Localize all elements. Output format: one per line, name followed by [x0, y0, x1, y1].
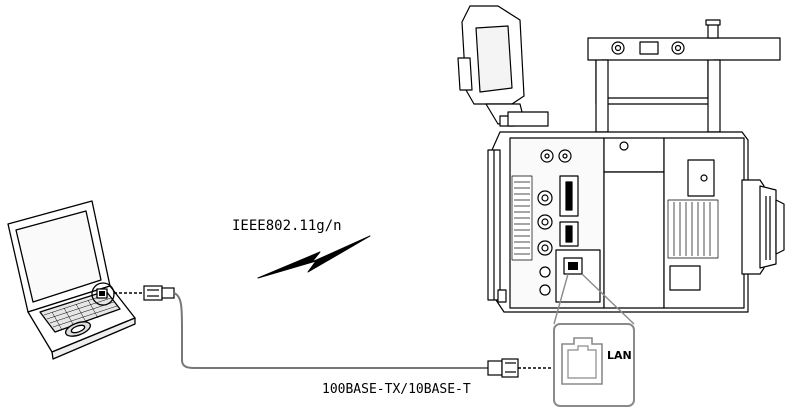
camera-icon — [457, 5, 785, 313]
callout-lines — [553, 273, 635, 325]
lan-port-label: LAN — [607, 349, 632, 362]
wireless-bolt-icon — [257, 235, 371, 279]
lan-callout-box — [553, 323, 635, 407]
rj45-plug-icon — [487, 358, 519, 378]
rj45-plug-icon — [143, 285, 175, 301]
laptop-icon — [7, 200, 136, 360]
ethernet-cable — [173, 292, 488, 369]
wireless-standard-label: IEEE802.11g/n — [232, 218, 342, 234]
wired-standard-label: 100BASE-TX/10BASE-T — [322, 382, 471, 397]
